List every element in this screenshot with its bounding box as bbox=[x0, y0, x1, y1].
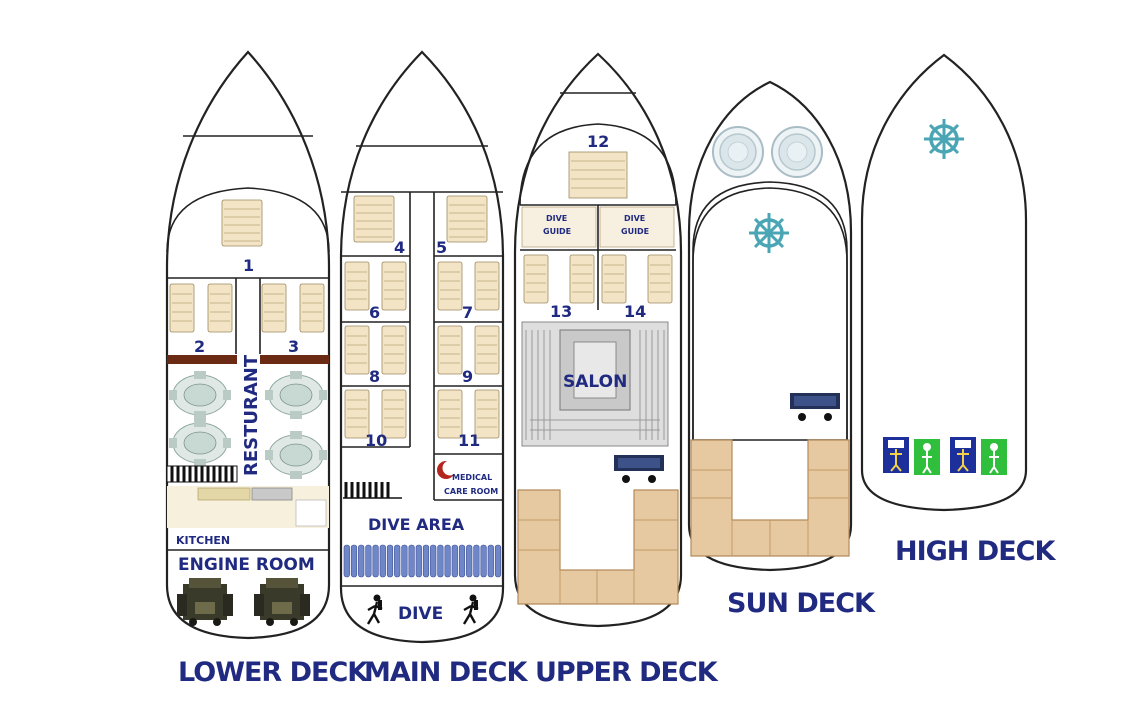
cabin-4-label: 4 bbox=[394, 238, 405, 257]
cabin-3-label: 3 bbox=[288, 337, 299, 356]
jacuzzi-icon bbox=[771, 126, 823, 178]
dive-tank bbox=[394, 544, 401, 578]
cabin-bed bbox=[169, 283, 195, 333]
cabin-11-label: 11 bbox=[458, 431, 480, 450]
stairs bbox=[343, 482, 402, 499]
dive-tank bbox=[444, 544, 451, 578]
cabin-1-label: 1 bbox=[243, 256, 254, 275]
stairs bbox=[166, 465, 238, 483]
cabin-bed bbox=[474, 325, 500, 375]
engine-icon bbox=[254, 578, 310, 626]
high-deck: HIGH DECK bbox=[860, 53, 1057, 567]
dive-tank bbox=[422, 544, 430, 578]
cabin-14-label: 14 bbox=[624, 302, 646, 321]
upper-deck: 12 DIVE GUIDE DIVE GUIDE 13 14 SALON UP bbox=[513, 52, 720, 688]
cabin-7-label: 7 bbox=[462, 303, 473, 322]
cabin-bed bbox=[261, 283, 287, 333]
salon-area bbox=[521, 321, 669, 447]
dive-tank bbox=[343, 544, 350, 578]
dive-tank bbox=[350, 544, 358, 578]
cabin-2-label: 2 bbox=[194, 337, 205, 356]
jacuzzi-icon bbox=[712, 126, 764, 178]
dive-tank bbox=[401, 544, 408, 578]
dive-tank bbox=[487, 544, 494, 578]
dive-tank bbox=[437, 544, 444, 578]
dive-area-label: DIVE AREA bbox=[368, 515, 465, 534]
dive-tanks bbox=[343, 544, 502, 578]
sunbed-icon bbox=[913, 438, 941, 476]
medical-crescent-icon bbox=[437, 460, 458, 479]
dive-tank bbox=[494, 544, 502, 578]
dive-tank bbox=[415, 544, 422, 578]
cabin-bed bbox=[474, 261, 500, 311]
cabin-bed bbox=[647, 254, 673, 304]
dive-tank bbox=[430, 544, 437, 578]
cabin-bed bbox=[353, 195, 395, 243]
dive-tank bbox=[473, 544, 480, 578]
dive-tank bbox=[466, 544, 473, 578]
cabin-bed bbox=[446, 195, 488, 243]
cabin-5-label: 5 bbox=[436, 238, 447, 257]
sofa bbox=[517, 489, 679, 605]
engine-room-label: ENGINE ROOM bbox=[178, 555, 315, 575]
restaurant-wall bbox=[167, 355, 237, 364]
cabin-9-label: 9 bbox=[462, 367, 473, 386]
dive-tank bbox=[458, 544, 466, 578]
cabin-10-label: 10 bbox=[365, 431, 387, 450]
dive-label: DIVE bbox=[398, 604, 443, 624]
ships-wheel-icon bbox=[922, 117, 966, 161]
cabin-bed bbox=[207, 283, 233, 333]
sun-deck: SUN DECK bbox=[687, 80, 877, 619]
dive-tank bbox=[365, 544, 372, 578]
cabin-bed bbox=[569, 254, 595, 304]
cabin-bed bbox=[381, 261, 407, 311]
cabin-bed bbox=[221, 199, 263, 247]
restaurant-label: RESTURANT bbox=[241, 354, 262, 476]
main-deck: 4 5 6 7 8 9 10 11 MEDICAL CARE bbox=[339, 50, 529, 688]
dive-tank bbox=[379, 544, 386, 578]
cabin-8-label: 8 bbox=[369, 367, 380, 386]
cabin-bed bbox=[601, 254, 627, 304]
salon-label: SALON bbox=[563, 372, 627, 392]
cabin-bed bbox=[523, 254, 549, 304]
lower-deck-title: LOWER DECK bbox=[178, 657, 369, 688]
restaurant-wall bbox=[260, 355, 329, 364]
high-deck-title: HIGH DECK bbox=[895, 536, 1056, 567]
dive-tank bbox=[451, 544, 458, 578]
medical-label-line1: MEDICAL bbox=[452, 473, 492, 482]
dive-tank bbox=[386, 544, 394, 578]
cabin-bed bbox=[299, 283, 325, 333]
cabin-bed bbox=[344, 325, 370, 375]
sun-deck-title: SUN DECK bbox=[727, 588, 876, 619]
dive-tank bbox=[358, 544, 365, 578]
main-deck-title: MAIN DECK bbox=[364, 657, 528, 688]
cabin-bed bbox=[437, 261, 463, 311]
sofa bbox=[690, 439, 850, 557]
dive-tank bbox=[408, 544, 415, 578]
dive-tank bbox=[480, 544, 487, 578]
ships-wheel-icon bbox=[747, 211, 791, 255]
cabin-13-label: 13 bbox=[550, 302, 572, 321]
cabin-bed bbox=[381, 325, 407, 375]
sunbed-icon bbox=[980, 438, 1008, 476]
dive-guide-label-line1: DIVE bbox=[546, 214, 567, 223]
dive-guide-label-line1: DIVE bbox=[624, 214, 645, 223]
cabin-12-label: 12 bbox=[587, 132, 609, 151]
sunbed-icon bbox=[949, 436, 977, 474]
lower-deck: 1 2 3 RESTURANT KITCHEN ENGINE ROOM LOW bbox=[165, 50, 370, 688]
dive-guide-label-line2: GUIDE bbox=[621, 227, 649, 236]
dive-guide-label-line2: GUIDE bbox=[543, 227, 571, 236]
cabin-bed bbox=[344, 261, 370, 311]
sunbed-icon bbox=[882, 436, 910, 474]
cabin-bed bbox=[437, 325, 463, 375]
dive-tank bbox=[372, 544, 379, 578]
high-deck-hull bbox=[860, 53, 1028, 512]
kitchen-label: KITCHEN bbox=[176, 534, 230, 547]
upper-deck-title: UPPER DECK bbox=[535, 657, 719, 688]
medical-label-line2: CARE ROOM bbox=[444, 487, 498, 496]
cabin-bed bbox=[568, 151, 628, 199]
cabin-6-label: 6 bbox=[369, 303, 380, 322]
engine-icon bbox=[177, 578, 233, 626]
